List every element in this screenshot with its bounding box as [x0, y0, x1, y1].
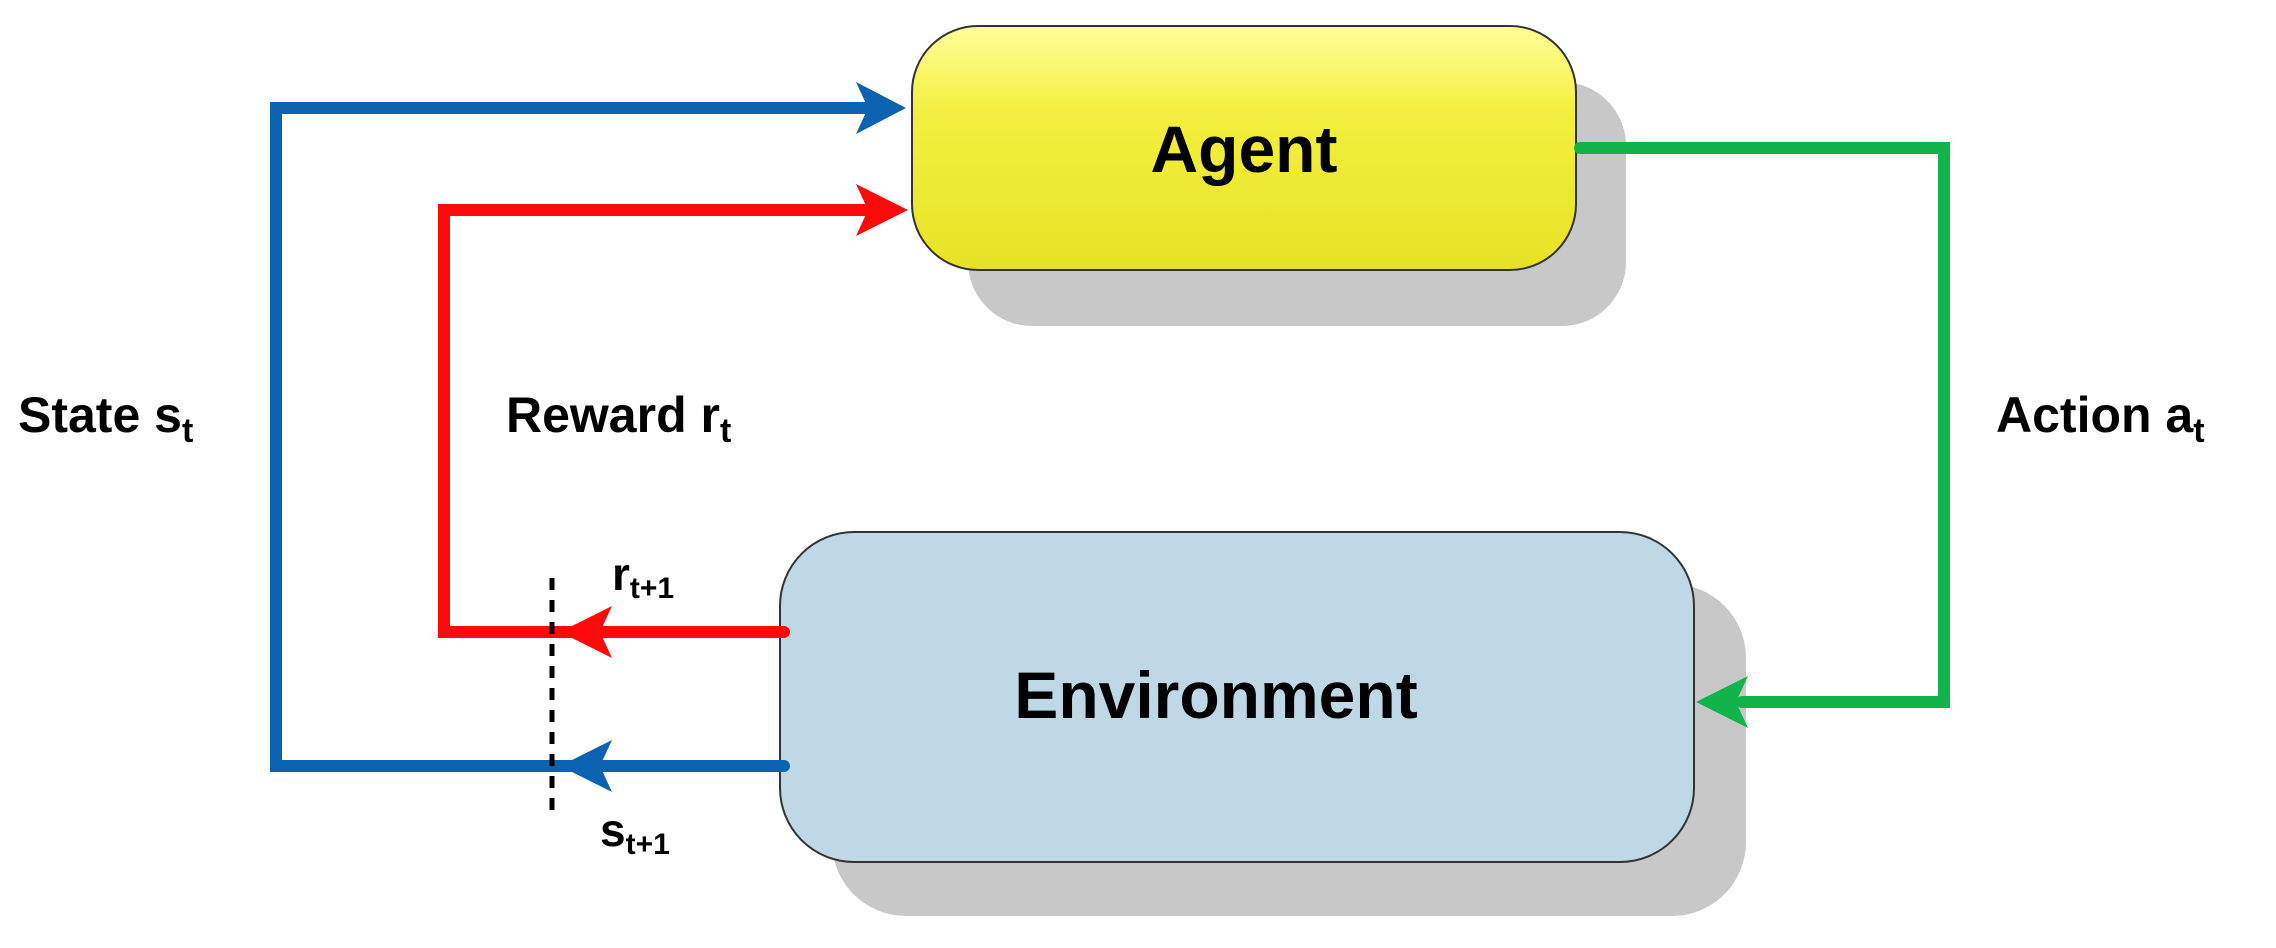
reward-label-base: Reward r [506, 387, 720, 443]
environment-label: Environment [1014, 658, 1417, 732]
action-label-sub: t [2193, 412, 2204, 450]
next-state-label: st+1 [600, 804, 670, 861]
agent-label: Agent [1151, 112, 1338, 186]
reward-label-sub: t [720, 412, 731, 450]
action-label: Action at [1996, 387, 2205, 450]
state-label-base: State s [18, 387, 182, 443]
state-label-sub: t [182, 412, 193, 450]
environment-box [779, 531, 1695, 863]
next-reward-sub: t+1 [630, 572, 674, 605]
action-arrowhead-environment [1696, 676, 1748, 728]
next-state-sub: t+1 [626, 828, 670, 861]
next-state-base: s [600, 804, 626, 856]
reward-feedback-line [438, 204, 874, 638]
next-reward-label: rt+1 [612, 548, 674, 605]
reward-label: Reward rt [506, 387, 731, 450]
reward-arrowhead-agent [856, 184, 908, 236]
state-arrowhead-agent [856, 82, 906, 134]
action-label-base: Action a [1996, 387, 2194, 443]
next-state-arrowhead [560, 740, 612, 792]
state-label: State st [18, 387, 193, 450]
action-line [1574, 142, 1950, 708]
state-feedback-line [270, 102, 874, 772]
next-reward-base: r [612, 548, 630, 600]
next-reward-arrowhead [560, 606, 612, 658]
